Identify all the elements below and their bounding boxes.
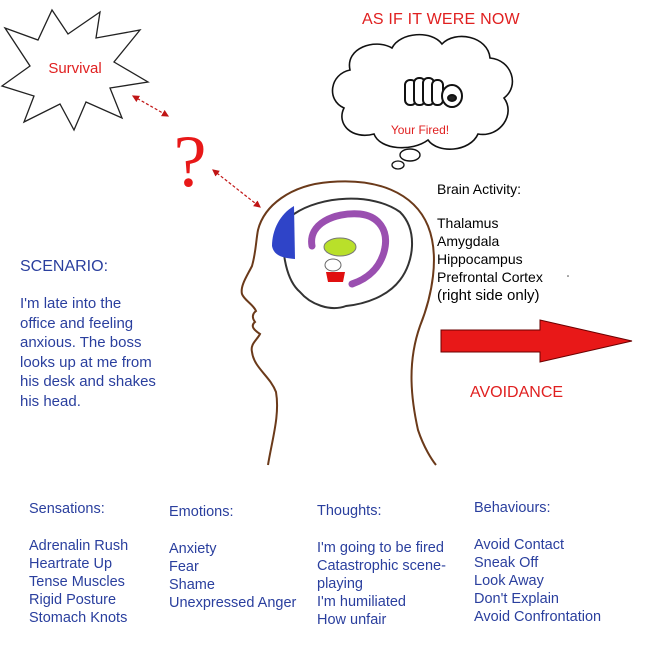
head-profile-icon	[240, 180, 437, 466]
list-item: How unfair	[317, 612, 387, 628]
thought-cloud-icon: Your Fired!	[331, 33, 514, 170]
brain-icon	[272, 197, 414, 310]
brain-region-item: Thalamus	[437, 215, 499, 231]
list-item: playing	[317, 576, 363, 592]
brain-region-item: Amygdala	[437, 233, 500, 249]
scenario-line: his head.	[20, 392, 81, 410]
list-item: Anxiety	[169, 541, 217, 557]
now-title: AS IF IT WERE NOW	[362, 11, 520, 28]
frontal-lobe-blue	[272, 206, 295, 259]
scenario-title: SCENARIO:	[20, 258, 109, 275]
list-item: Shame	[169, 577, 215, 593]
scenario-line: anxious. The boss	[20, 334, 142, 351]
scenario-line: looks up at me from	[20, 353, 152, 371]
scenario-line: office and feeling	[20, 314, 134, 332]
spacer	[437, 198, 543, 214]
right-arrow-icon	[440, 319, 633, 363]
scenario-line: his desk and shakes	[20, 373, 156, 390]
list-item: Tense Muscles	[29, 574, 125, 590]
list-item: I'm going to be fired	[317, 540, 444, 556]
prefrontal-cortex-purple	[308, 210, 389, 288]
fist-icon	[404, 77, 463, 108]
column-header: Behaviours:	[474, 500, 551, 516]
brain-activity-note: (right side only)	[437, 287, 540, 304]
thalamus-region	[323, 237, 357, 257]
decorative-dot	[567, 275, 569, 277]
list-item: Avoid Contact	[474, 537, 565, 553]
dotted-arrow-head	[212, 169, 261, 208]
behaviours-column: Behaviours: Avoid Contact Sneak Off Look…	[474, 499, 601, 626]
list-item: I'm humiliated	[317, 594, 406, 610]
sensations-column: Sensations: Adrenalin Rush Heartrate Up …	[29, 500, 128, 627]
column-header: Emotions:	[169, 504, 234, 520]
brain-activity-list: Brain Activity: Thalamus Amygdala Hippoc…	[437, 180, 543, 305]
brain-region-item: Prefrontal Cortex	[437, 269, 543, 285]
hippocampus-region	[324, 258, 342, 272]
column-header: Sensations:	[29, 501, 105, 517]
brain-region-item: Hippocampus	[437, 251, 523, 267]
list-item: Fear	[169, 559, 199, 575]
list-item: Rigid Posture	[29, 592, 117, 608]
list-item: Sneak Off	[474, 555, 539, 571]
list-item: Look Away	[474, 573, 544, 589]
speech-text: Your Fired!	[391, 123, 449, 137]
amygdala-region	[326, 272, 345, 282]
starburst-icon: Survival	[0, 8, 150, 132]
list-item: Don't Explain	[474, 591, 559, 607]
dotted-arrow-survival	[131, 95, 170, 117]
brain-activity-title: Brain Activity:	[437, 181, 522, 197]
scenario-text: I'm late into the office and feeling anx…	[20, 294, 180, 411]
list-item: Unexpressed Anger	[169, 595, 297, 611]
list-item: Adrenalin Rush	[29, 538, 129, 554]
list-item: Stomach Knots	[29, 610, 128, 626]
list-item: Catastrophic scene-	[317, 558, 446, 574]
list-item: Heartrate Up	[29, 556, 113, 572]
starburst-label: Survival	[48, 60, 101, 77]
column-header: Thoughts:	[317, 503, 382, 519]
question-mark: ?	[174, 121, 207, 203]
list-item: Avoid Confrontation	[474, 609, 602, 625]
avoidance-label: AVOIDANCE	[470, 384, 564, 401]
thoughts-column: Thoughts: I'm going to be fired Catastro…	[317, 502, 446, 629]
scenario-line: I'm late into the	[20, 295, 122, 312]
emotions-column: Emotions: Anxiety Fear Shame Unexpressed…	[169, 503, 296, 612]
